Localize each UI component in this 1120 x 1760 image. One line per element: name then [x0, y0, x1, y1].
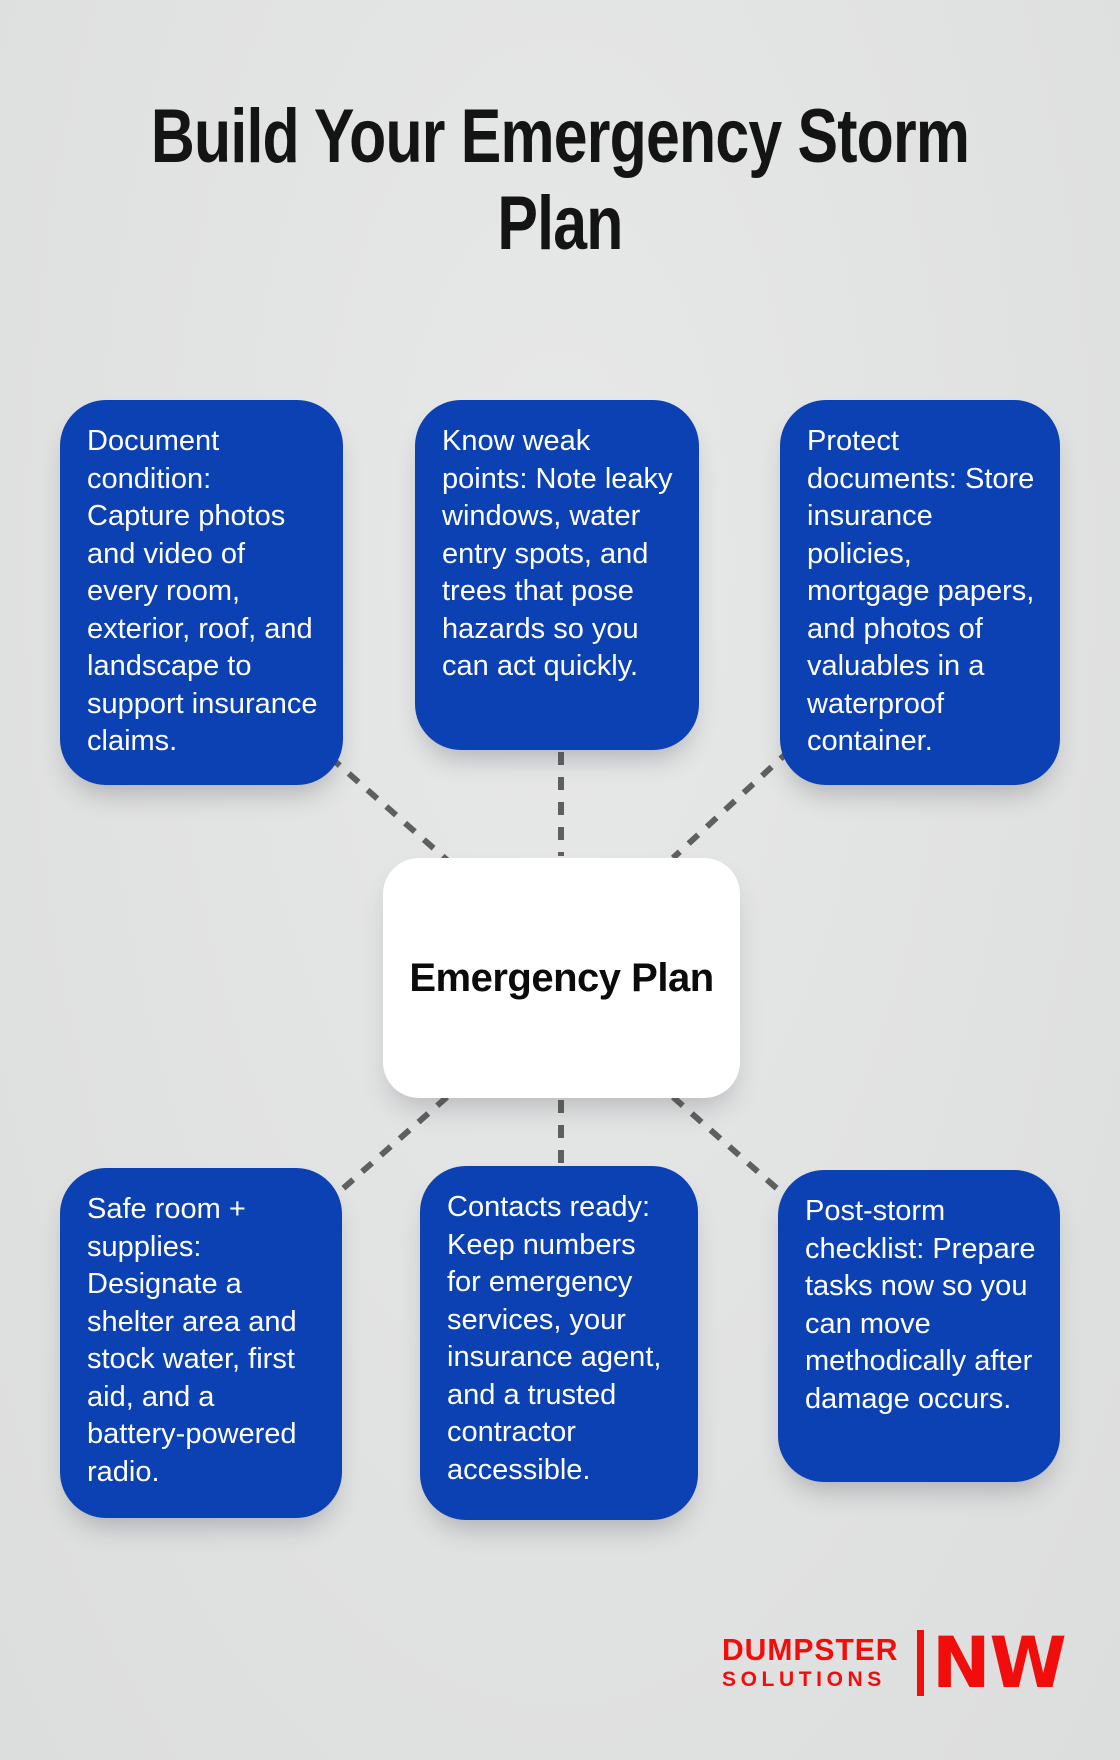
node-know-weak-points-text: Know weak points: Note leaky windows, wa… — [442, 425, 673, 682]
connector-top-left — [328, 754, 449, 863]
node-document-condition-text: Document condition: Capture photos and v… — [87, 425, 318, 757]
node-safe-room-supplies-text: Safe room + supplies: Designate a shelte… — [87, 1193, 297, 1488]
node-know-weak-points: Know weak points: Note leaky windows, wa… — [415, 400, 699, 750]
logo-divider-bar — [916, 1630, 924, 1696]
logo-wordmark: DUMPSTER SOLUTIONS — [722, 1633, 904, 1693]
center-node: Emergency Plan — [383, 858, 740, 1098]
logo-nw-monogram: NW — [931, 1622, 1067, 1704]
connector-bottom-right — [671, 1094, 792, 1203]
node-post-storm-checklist-text: Post-storm checklist: Prepare tasks now … — [805, 1195, 1036, 1415]
node-document-condition: Document condition: Capture photos and v… — [60, 400, 343, 785]
node-contacts-ready-text: Contacts ready: Keep numbers for emergen… — [447, 1191, 662, 1486]
connector-top-right — [670, 747, 793, 861]
logo-line-solutions: SOLUTIONS — [722, 1667, 886, 1691]
connector-bottom-left — [328, 1094, 449, 1203]
node-protect-documents-text: Protect documents: Store insurance polic… — [807, 425, 1035, 757]
logo-line-dumpster: DUMPSTER — [722, 1632, 899, 1668]
node-safe-room-supplies: Safe room + supplies: Designate a shelte… — [60, 1168, 342, 1518]
center-node-label: Emergency Plan — [409, 955, 714, 1000]
infographic-title: Build Your Emergency Storm Plan — [150, 94, 970, 266]
node-contacts-ready: Contacts ready: Keep numbers for emergen… — [420, 1166, 698, 1520]
node-protect-documents: Protect documents: Store insurance polic… — [780, 400, 1060, 785]
company-logo: DUMPSTER SOLUTIONS NW — [722, 1622, 1067, 1704]
node-post-storm-checklist: Post-storm checklist: Prepare tasks now … — [778, 1170, 1060, 1482]
